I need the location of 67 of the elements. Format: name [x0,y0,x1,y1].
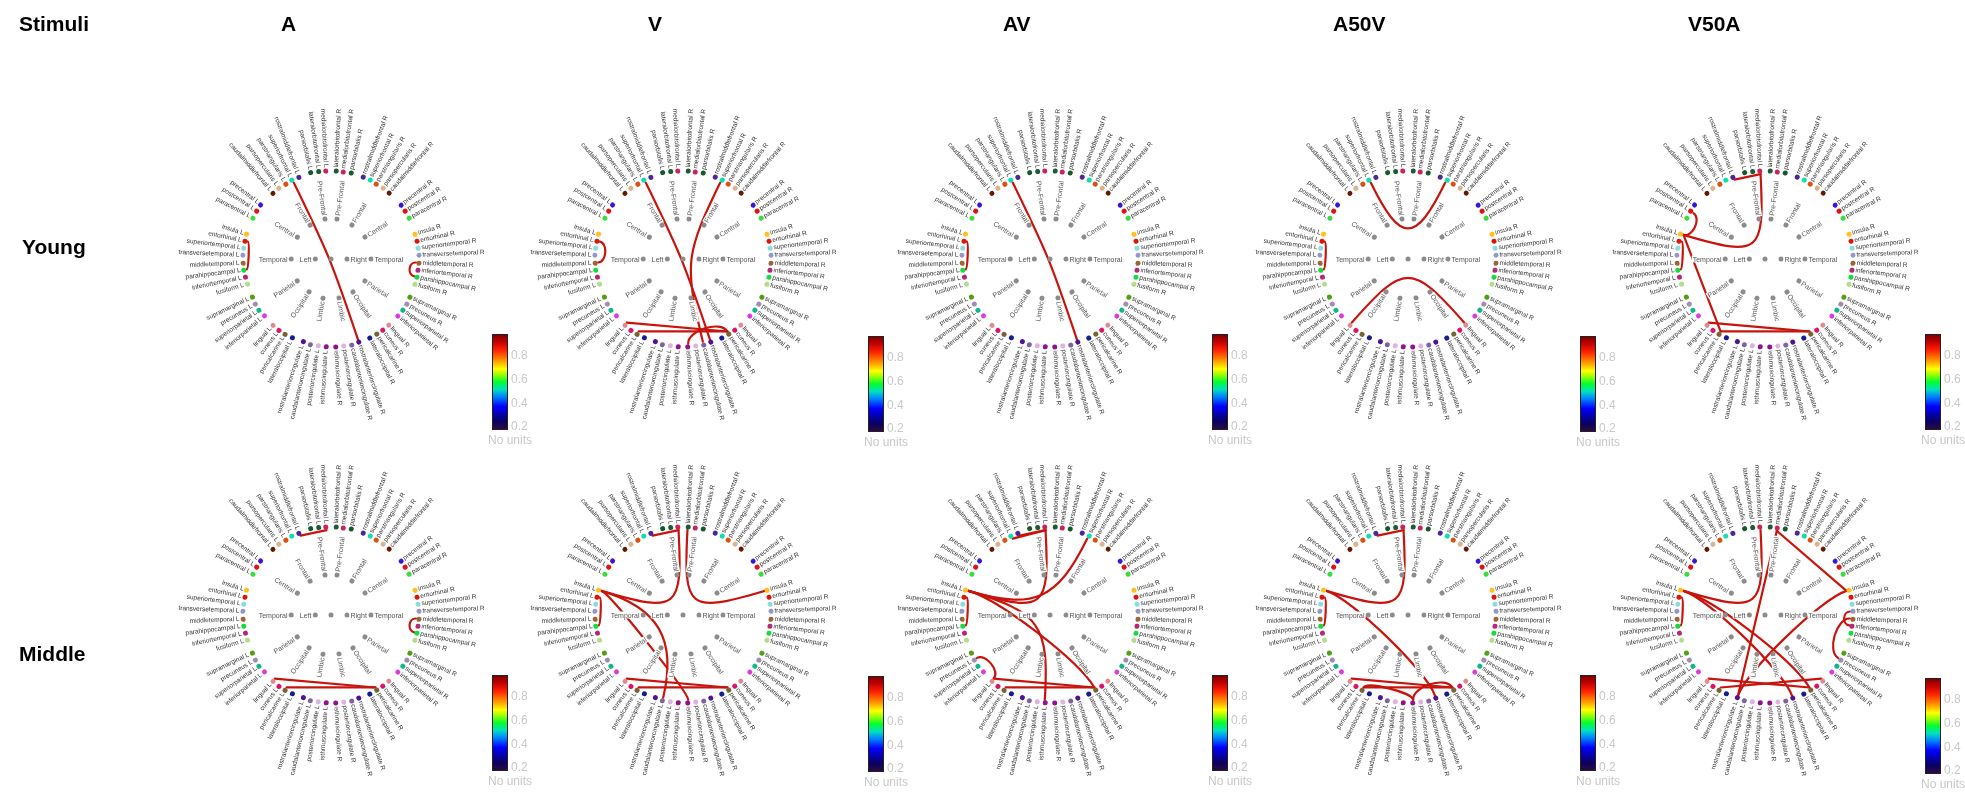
connection-arc [292,181,360,341]
connection-arc [1831,617,1852,660]
connection-arc [1362,686,1454,689]
connection-arc [1004,686,1096,689]
connection-arc [964,596,969,627]
column-header: V [648,13,662,34]
connection-arc [1011,529,1047,540]
center-dot-icon [1405,256,1411,262]
connection-arc [1350,276,1466,324]
connection-arc [1412,681,1454,701]
column-header: A [281,13,297,34]
connection-arc [1682,212,1698,237]
row-header: Middle [19,643,86,664]
connection-arc [975,656,997,680]
connection-arc [408,617,418,634]
connection-arc [689,181,722,343]
column-header: Stimuli [19,13,89,34]
center-dot-icon [1762,612,1768,618]
center-dot-icon [328,256,334,262]
column-header: AV [1003,13,1031,34]
connection-arc [285,686,377,689]
column-header: V50A [1688,13,1741,34]
connection-arc [1679,240,1684,271]
connection-arc [597,596,602,627]
center-dot-icon [1047,612,1053,618]
connection-arc [1707,677,1811,689]
row-header: Young [22,236,86,257]
center-dot-icon [680,256,686,262]
connection-arc [600,589,669,699]
connection-arc [299,529,328,537]
connection-arc [1719,677,1823,689]
connection-arc [1719,330,1811,333]
connection-arc [1369,181,1447,230]
center-dot-icon [1762,256,1768,262]
connection-arc [964,240,969,271]
center-dot-icon [680,612,686,618]
column-header: A50V [1333,13,1386,34]
center-dot-icon [1405,612,1411,618]
connection-arc [245,240,250,271]
connection-arc [1325,589,1437,697]
connection-arc [1679,596,1684,627]
center-dot-icon [328,612,334,618]
connection-arc [687,325,729,345]
connection-arc [1682,589,1794,697]
connection-arc [1322,240,1327,271]
connection-arc [1682,589,1811,689]
connection-arc [651,529,680,537]
connection-arc [1322,596,1327,627]
connection-arc [1682,233,1722,333]
connection-arc [1843,610,1852,627]
connection-arc [1775,529,1848,593]
connection-arc [1736,589,1848,697]
connection-arc [1682,173,1763,249]
connection-arc [685,529,766,605]
connection-arc [600,589,690,701]
connection-arc [637,686,729,689]
connection-arc [1733,173,1762,181]
connection-arc [1376,529,1405,537]
connection-arc [596,240,607,264]
connection-arc [637,330,729,333]
connection-arc [967,589,1096,689]
connection-arc [1011,181,1079,341]
connection-arc [408,261,418,278]
center-dot-icon [1047,256,1053,262]
connection-arc [644,181,712,341]
connection-arc [1325,529,1406,605]
connection-arc [1362,684,1415,701]
